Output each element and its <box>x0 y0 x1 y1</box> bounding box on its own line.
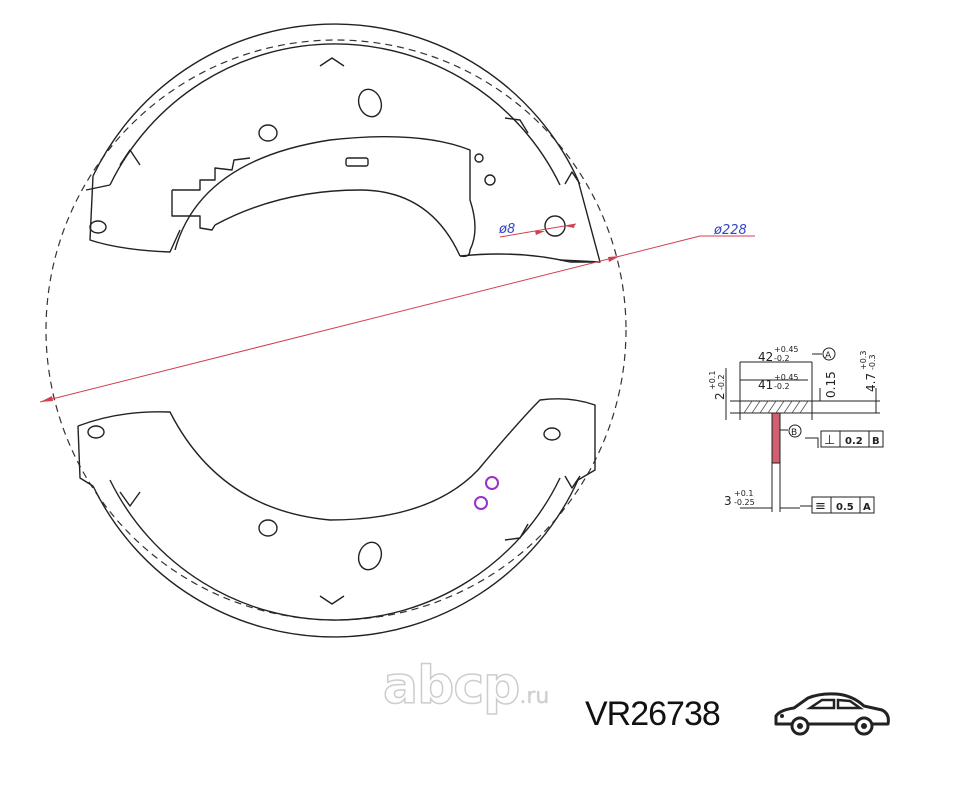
flange-tol-upper: +0.1 <box>708 371 717 390</box>
width-outer: 42 <box>758 350 773 364</box>
height-tol-lower: -0.3 <box>868 354 877 370</box>
datum-a-label: A <box>825 351 832 361</box>
cross-section-detail <box>725 347 884 514</box>
abcp-logo: abcp.ru <box>382 656 550 716</box>
hole-marker-2 <box>474 496 488 510</box>
height-tol-upper: +0.3 <box>859 351 868 370</box>
perp-symbol: ⊥ <box>824 433 835 448</box>
hole-dimension: ø8 <box>498 222 577 238</box>
upper-brake-shoe <box>85 23 601 263</box>
part-number: VR26738 <box>585 695 721 733</box>
cross-section-labels: 42 +0.45 -0.2 41 +0.45 -0.2 A B 2 +0.1 -… <box>708 345 880 514</box>
sym-tol-ref: A <box>863 502 871 513</box>
width-outer-tol-upper: +0.45 <box>774 345 799 354</box>
height-dim: 4.7 <box>864 373 878 392</box>
diameter-label: ø228 <box>713 223 747 238</box>
hole-label: ø8 <box>498 222 515 237</box>
width-inner-tol-lower: -0.2 <box>774 382 790 391</box>
perp-tol-value: 0.2 <box>845 436 863 447</box>
hole-marker-1 <box>485 476 499 490</box>
width-outer-tol-lower: -0.2 <box>774 354 790 363</box>
sym-tol-value: 0.5 <box>836 502 854 513</box>
width-inner-tol-upper: +0.45 <box>774 373 799 382</box>
sedan-car-icon <box>774 692 890 736</box>
sym-symbol: ≡ <box>815 499 826 514</box>
flange-tol-lower: -0.2 <box>717 374 726 390</box>
perp-tol-ref: B <box>872 436 880 447</box>
flange-dim: 2 <box>713 392 727 400</box>
drum-circle <box>45 39 627 621</box>
small-dim: 0.15 <box>824 371 838 398</box>
diameter-dimension: ø228 <box>39 223 755 403</box>
web-tol-lower: -0.25 <box>734 498 755 507</box>
web-dim: 3 <box>724 494 732 508</box>
lower-brake-shoe <box>77 398 596 638</box>
width-inner: 41 <box>758 378 773 392</box>
datum-b-label: B <box>791 428 797 438</box>
web-tol-upper: +0.1 <box>734 489 753 498</box>
